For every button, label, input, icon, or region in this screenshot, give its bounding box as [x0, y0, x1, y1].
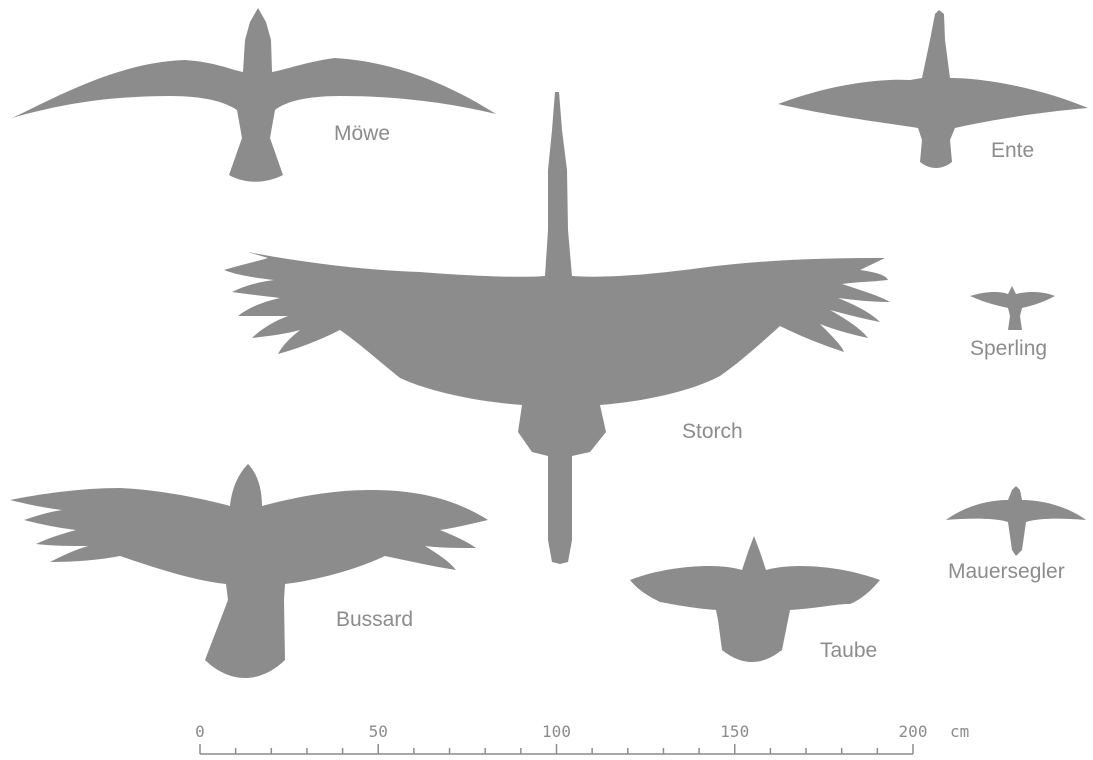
moewe-silhouette	[12, 8, 496, 182]
bussard-label: Bussard	[336, 608, 413, 632]
ente-silhouette	[778, 10, 1088, 168]
scale-tick-label: 100	[542, 722, 571, 741]
mauersegler-label: Mauersegler	[948, 560, 1065, 584]
storch-label: Storch	[682, 420, 743, 444]
sperling-label: Sperling	[970, 337, 1047, 361]
mauersegler-silhouette	[946, 486, 1086, 556]
scale-unit-label: cm	[950, 722, 969, 741]
scale-tick-label: 200	[899, 722, 928, 741]
sperling-silhouette	[970, 286, 1055, 330]
bussard-silhouette	[10, 464, 488, 678]
storch-silhouette	[224, 92, 890, 564]
taube-label: Taube	[820, 639, 877, 663]
scale-tick-label: 150	[720, 722, 749, 741]
scale-bar	[200, 744, 913, 754]
scale-tick-label: 0	[195, 722, 205, 741]
scale-tick-label: 50	[369, 722, 388, 741]
ente-label: Ente	[991, 139, 1034, 163]
moewe-label: Möwe	[334, 122, 390, 146]
